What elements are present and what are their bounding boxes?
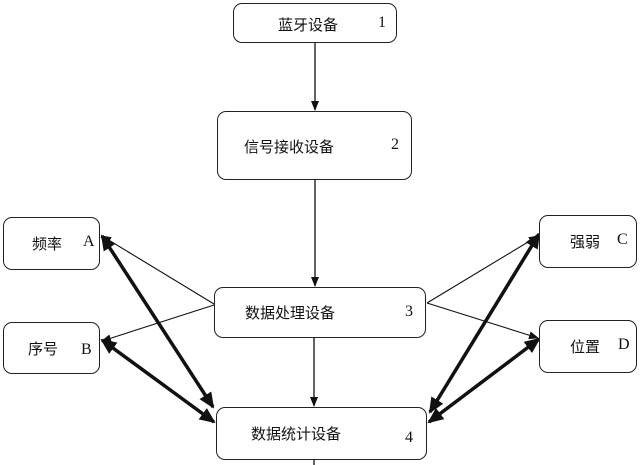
node-label: 数据统计设备: [251, 425, 342, 443]
edge-B-4: [100, 338, 216, 424]
node-sequence: 序号 B: [3, 322, 100, 374]
node-number: A: [83, 233, 95, 250]
node-signal-receiver: 信号接收设备 2: [217, 111, 412, 180]
node-number: 1: [378, 14, 386, 31]
node-label: 强弱: [570, 233, 601, 251]
edge-C-4: [428, 232, 541, 414]
node-number: 4: [405, 429, 413, 446]
edge-3-A: [101, 235, 215, 305]
node-frequency: 频率 A: [3, 217, 100, 270]
node-bluetooth-device: 蓝牙设备 1: [233, 3, 397, 43]
node-label: 频率: [32, 235, 63, 253]
node-data-statistics: 数据统计设备 4: [216, 407, 427, 460]
node-label: 蓝牙设备: [278, 16, 339, 34]
node-strength: 强弱 C: [539, 215, 637, 268]
node-position: 位置 D: [539, 320, 637, 373]
edge-D-4: [427, 337, 541, 424]
node-label: 数据处理设备: [245, 304, 336, 322]
node-number: C: [617, 231, 628, 248]
edge-3-D: [426, 302, 539, 340]
node-label: 信号接收设备: [244, 138, 335, 156]
node-label: 序号: [28, 340, 59, 358]
node-data-processor: 数据处理设备 3: [214, 287, 426, 338]
node-label: 位置: [570, 338, 601, 356]
node-number: D: [618, 336, 630, 353]
node-number: 2: [391, 136, 399, 153]
node-number: B: [81, 341, 92, 358]
edge-3-C: [426, 235, 539, 304]
node-number: 3: [405, 303, 413, 320]
